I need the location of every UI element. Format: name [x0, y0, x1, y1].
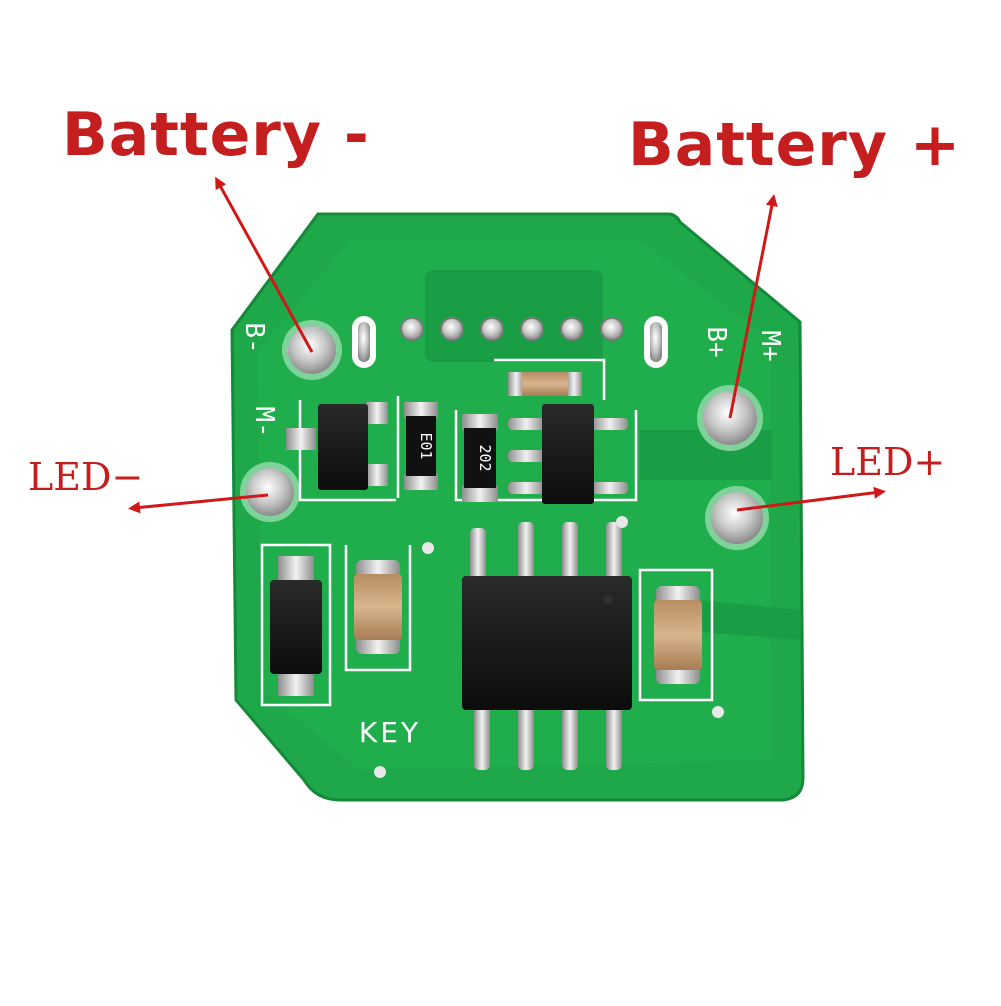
led-minus-label: LED− [28, 455, 144, 499]
silk-m-minus: M- [249, 406, 279, 437]
resistor-e01: E01 [404, 402, 438, 490]
led-plus-label: LED+ [830, 440, 946, 484]
silk-b-plus: B+ [701, 326, 731, 357]
arrow-battery-minus [215, 176, 314, 353]
smd-diode [270, 556, 322, 696]
battery-plus-label: Battery + [628, 110, 962, 180]
led-minus-pad [240, 462, 300, 522]
arrow-led-minus [128, 493, 269, 514]
silk-m-plus: M+ [755, 330, 785, 361]
capacitor-top [508, 372, 582, 396]
sop8-main-chip [462, 522, 632, 770]
copper-pour-top [425, 270, 603, 362]
pin-header-row [352, 316, 668, 368]
sot23-transistor [286, 402, 388, 490]
vias [374, 516, 724, 778]
silk-b-minus: B- [239, 322, 269, 353]
capacitor-right [654, 586, 702, 684]
trace-band-2 [700, 600, 800, 640]
resistor-202-label: 202 [476, 444, 494, 471]
resistor-e01-label: E01 [417, 432, 435, 459]
capacitor-left [354, 560, 402, 654]
resistor-202: 202 [462, 414, 498, 502]
silk-key: KEY [359, 716, 421, 749]
sot23-5-chip [508, 404, 628, 504]
battery-minus-label: Battery - [62, 100, 370, 170]
arrow-led-plus [736, 486, 886, 512]
led-plus-pad [705, 486, 769, 550]
arrow-battery-plus [728, 194, 778, 419]
